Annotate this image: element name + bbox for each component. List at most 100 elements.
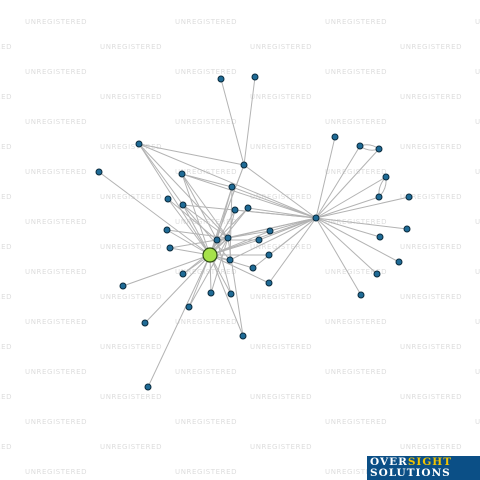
edge-main xyxy=(209,254,244,337)
network-node[interactable] xyxy=(207,289,215,297)
network-node[interactable] xyxy=(95,168,103,176)
network-node[interactable] xyxy=(141,319,149,327)
network-node[interactable] xyxy=(178,170,186,178)
watermark-text: UNREGISTERED xyxy=(250,43,312,51)
network-node[interactable] xyxy=(376,233,384,241)
edge-hub xyxy=(315,217,362,296)
network-node[interactable] xyxy=(185,303,193,311)
edge-hub xyxy=(315,136,336,219)
watermark-text: UNREGISTERED xyxy=(475,318,480,326)
network-node[interactable] xyxy=(179,270,187,278)
network-node[interactable] xyxy=(179,201,187,209)
network-node[interactable] xyxy=(405,193,413,201)
watermark-text: UNREGISTERED xyxy=(475,18,480,26)
edge-main xyxy=(144,254,211,324)
network-node[interactable] xyxy=(265,251,273,259)
watermark-text: UNREGISTERED xyxy=(0,193,12,201)
network-node[interactable] xyxy=(213,236,221,244)
network-node[interactable] xyxy=(166,244,174,252)
network-node[interactable] xyxy=(255,236,263,244)
watermark-text: UNREGISTERED xyxy=(25,18,87,26)
edge xyxy=(181,173,218,241)
watermark-text: UNREGISTERED xyxy=(100,293,162,301)
watermark-text: UNREGISTERED xyxy=(400,393,462,401)
main-entity-node[interactable] xyxy=(202,247,218,263)
watermark-layer: UNREGISTERED UNREGISTERED UNREGISTERED UNRE… xyxy=(0,18,480,476)
watermark-text: UNREGISTERED xyxy=(475,368,480,376)
network-node[interactable] xyxy=(395,258,403,266)
edge xyxy=(210,237,229,294)
watermark-text: UNREGISTERED xyxy=(325,368,387,376)
network-node[interactable] xyxy=(217,75,225,83)
watermark-text: UNREGISTERED xyxy=(175,468,237,476)
edge xyxy=(220,78,245,166)
watermark-text: UNREGISTERED xyxy=(400,343,462,351)
edge-hub xyxy=(315,217,408,230)
network-node[interactable] xyxy=(265,279,273,287)
network-node[interactable] xyxy=(403,225,411,233)
watermark-text: UNREGISTERED xyxy=(475,418,480,426)
watermark-text: UNREGISTERED xyxy=(25,468,87,476)
edge-main xyxy=(209,254,270,284)
edge-hub xyxy=(258,217,317,241)
nodes-layer xyxy=(95,73,413,391)
network-node[interactable] xyxy=(164,195,172,203)
watermark-text: UNREGISTERED xyxy=(25,418,87,426)
edge-hub xyxy=(268,217,317,256)
network-node[interactable] xyxy=(331,133,339,141)
edge-hub xyxy=(243,164,317,219)
watermark-text: UNREGISTERED xyxy=(100,393,162,401)
network-node[interactable] xyxy=(226,256,234,264)
network-node[interactable] xyxy=(119,282,127,290)
network-node[interactable] xyxy=(373,270,381,278)
watermark-text: UNREGISTERED xyxy=(250,93,312,101)
watermark-text: UNREGISTERED xyxy=(25,318,87,326)
edge-hub xyxy=(138,143,317,219)
watermark-text: UNREGISTERED xyxy=(325,118,387,126)
hub-node[interactable] xyxy=(312,214,320,222)
watermark-text: UNREGISTERED xyxy=(25,118,87,126)
network-node[interactable] xyxy=(244,204,252,212)
edge xyxy=(167,198,218,241)
edge xyxy=(216,207,249,241)
edge-main xyxy=(98,171,211,256)
watermark-text: UNREGISTERED xyxy=(475,218,480,226)
watermark-text: UNREGISTERED xyxy=(325,68,387,76)
network-node[interactable] xyxy=(231,206,239,214)
edge-main xyxy=(188,254,211,308)
watermark-text: UNREGISTERED xyxy=(100,243,162,251)
watermark-text: UNREGISTERED xyxy=(475,268,480,276)
network-node[interactable] xyxy=(251,73,259,81)
network-node[interactable] xyxy=(249,264,257,272)
network-node[interactable] xyxy=(357,291,365,299)
edge-hub xyxy=(315,176,387,219)
watermark-text: UNREGISTERED xyxy=(325,218,387,226)
network-node[interactable] xyxy=(163,226,171,234)
network-node[interactable] xyxy=(144,383,152,391)
edge xyxy=(138,143,245,166)
network-node[interactable] xyxy=(375,145,383,153)
network-node[interactable] xyxy=(227,290,235,298)
watermark-text: UNREGISTERED xyxy=(475,68,480,76)
edge-hub xyxy=(231,186,317,219)
watermark-text: UNREGISTERED xyxy=(250,443,312,451)
edge-main xyxy=(147,254,211,388)
watermark-text: UNREGISTERED xyxy=(400,143,462,151)
network-node[interactable] xyxy=(228,183,236,191)
network-node[interactable] xyxy=(224,234,232,242)
network-node[interactable] xyxy=(375,193,383,201)
edge xyxy=(188,237,229,308)
watermark-text: UNREGISTERED xyxy=(0,343,12,351)
network-node[interactable] xyxy=(266,227,274,235)
edge-main xyxy=(122,254,211,287)
network-node[interactable] xyxy=(239,332,247,340)
watermark-text: UNREGISTERED xyxy=(100,143,162,151)
edge-hub xyxy=(315,217,378,275)
watermark-text: UNREGISTERED xyxy=(475,168,480,176)
network-node[interactable] xyxy=(240,161,248,169)
network-node[interactable] xyxy=(382,173,390,181)
network-node[interactable] xyxy=(356,142,364,150)
network-node[interactable] xyxy=(135,140,143,148)
edge-hub xyxy=(315,196,410,219)
watermark-text: UNREGISTERED xyxy=(400,93,462,101)
